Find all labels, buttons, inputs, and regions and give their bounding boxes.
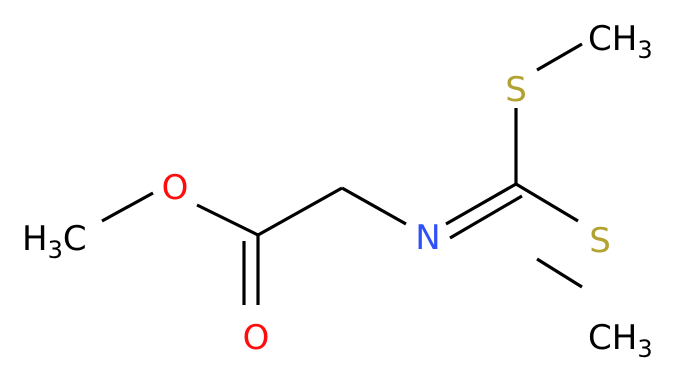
- bonds: [101, 42, 583, 305]
- methyl-bottom-subscript: 3: [637, 335, 652, 363]
- oxygen-carbonyl-label: O: [243, 318, 270, 358]
- methyl-left-label: H3C: [22, 219, 87, 264]
- methyl-top-subscript: 3: [637, 36, 652, 64]
- sulfur-top-label: S: [505, 70, 527, 110]
- bond-carbonyl-c-ch2: [257, 186, 343, 237]
- methyl-bottom-ch: CH: [588, 318, 637, 358]
- methyl-left-h: H: [22, 219, 48, 259]
- sulfur-bottom-label: S: [589, 221, 611, 261]
- bond-s-bottom-methyl: [536, 257, 583, 289]
- nitrogen-label: N: [415, 218, 440, 258]
- bond-n-c-double-1: [445, 182, 517, 226]
- methyl-left-subscript: 3: [48, 236, 63, 264]
- bond-ch2-n: [341, 186, 407, 226]
- bond-o-ester-carbonyl-c: [196, 203, 259, 237]
- methyl-top-ch: CH: [588, 19, 637, 59]
- bond-c-s-bottom: [515, 182, 579, 223]
- bond-methyl-o-ester: [101, 191, 154, 223]
- bond-n-c-double-2: [449, 194, 523, 240]
- methyl-top-label: CH3: [588, 19, 653, 64]
- oxygen-ester-label: O: [162, 168, 189, 208]
- methyl-left-c: C: [63, 219, 87, 259]
- atom-labels: O O N S S H3C CH3 CH3: [22, 19, 653, 363]
- methyl-bottom-label: CH3: [588, 318, 653, 363]
- bond-s-top-methyl: [536, 42, 583, 72]
